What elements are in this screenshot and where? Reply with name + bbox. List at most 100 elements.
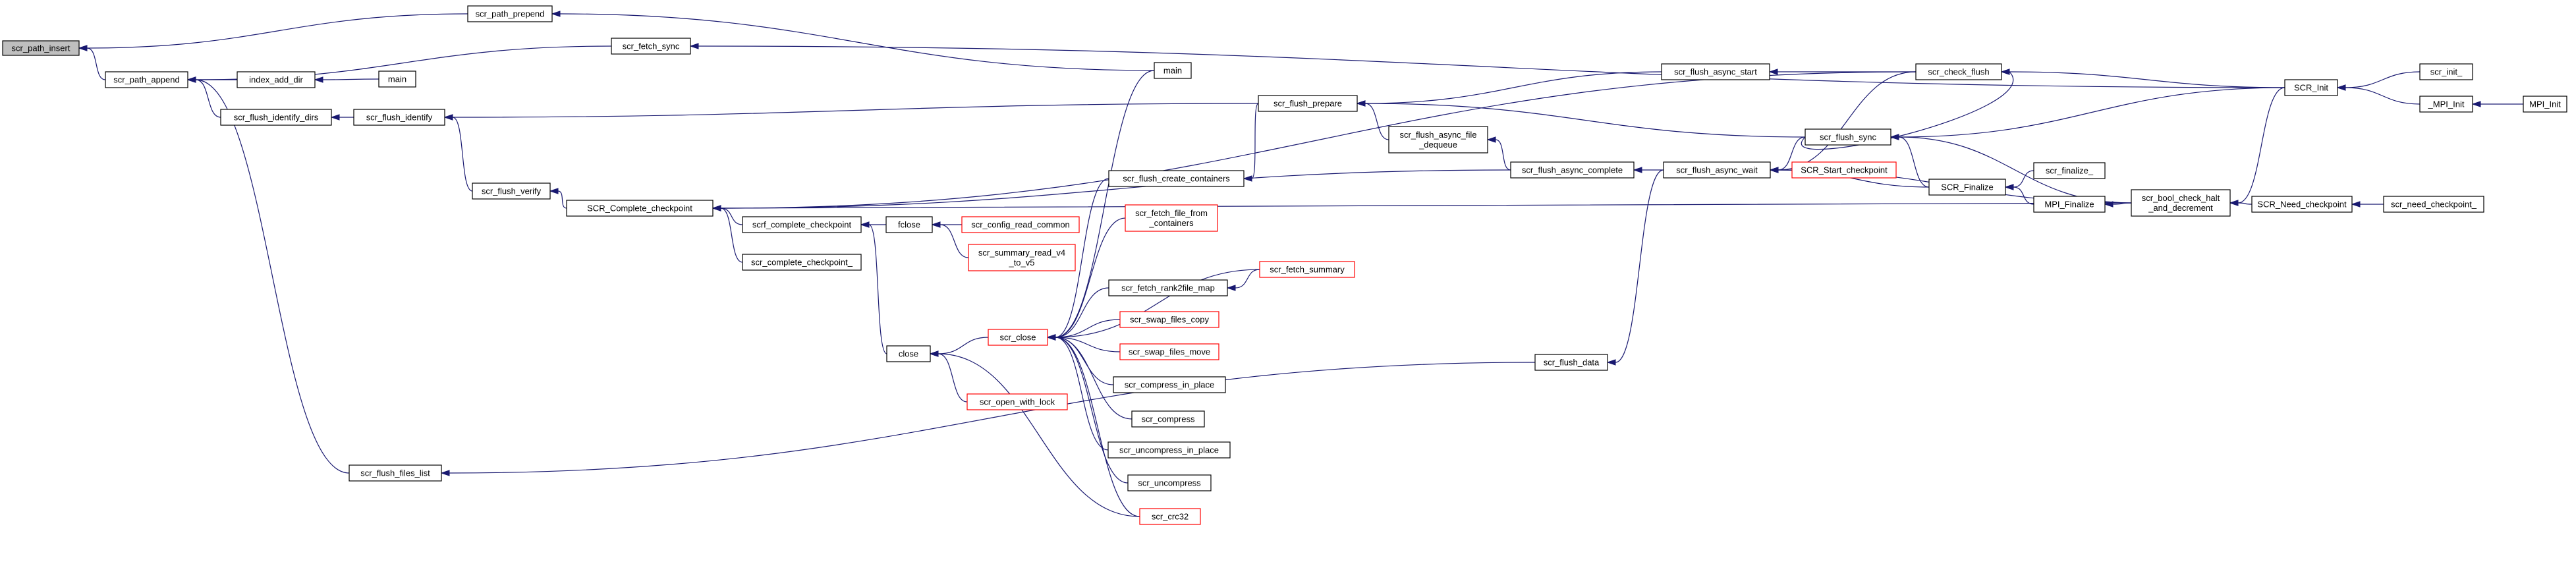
node-fclose[interactable]: fclose bbox=[885, 216, 933, 233]
node-box bbox=[472, 182, 551, 200]
node-scr-fetch-file-from-containers[interactable]: scr_fetch_file_from_containers bbox=[1125, 204, 1218, 232]
graph-nodes: scr_path_insert scr_path_append scr_path_p… bbox=[2, 5, 2567, 525]
edge--mpi-init-to-scr-init bbox=[2336, 84, 2421, 105]
node-scrf-complete-checkpoint[interactable]: scrf_complete_checkpoint bbox=[742, 216, 862, 233]
node-scr-flush-sync[interactable]: scr_flush_sync bbox=[1805, 128, 1891, 146]
node-scr-close[interactable]: scr_close bbox=[988, 329, 1048, 346]
node-scr-flush-prepare[interactable]: scr_flush_prepare bbox=[1258, 95, 1358, 112]
node-scr-init-[interactable]: scr_init_ bbox=[2419, 63, 2473, 80]
edge-scr-flush-async-wait-to-scr-flush-data bbox=[1606, 169, 1664, 366]
node-box bbox=[353, 109, 445, 126]
node-label: scr_flush_identify bbox=[366, 113, 433, 123]
edge-scr-init-to-scr-check-flush bbox=[2000, 69, 2285, 88]
node-box bbox=[885, 216, 933, 233]
node-scr-flush-async-wait[interactable]: scr_flush_async_wait bbox=[1663, 161, 1771, 179]
edge-mpi-init-to--mpi-init bbox=[2471, 101, 2523, 107]
node-scr-uncompress[interactable]: scr_uncompress bbox=[1127, 474, 1212, 491]
node-scr-compress-in-place[interactable]: scr_compress_in_place bbox=[1113, 376, 1226, 393]
node-scr-fetch-rank2file-map[interactable]: scr_fetch_rank2file_map bbox=[1108, 279, 1228, 296]
node-close[interactable]: close bbox=[886, 345, 931, 362]
node-box bbox=[1107, 441, 1231, 459]
edge-scr-complete-checkpoint-to-scr-flush-verify bbox=[549, 188, 567, 209]
node-box bbox=[2419, 63, 2473, 80]
node-label: scr_compress bbox=[1142, 414, 1195, 424]
node-scr-need-checkpoint-[interactable]: scr_need_checkpoint_ bbox=[2383, 196, 2484, 213]
node-label: index_add_dir bbox=[249, 75, 303, 85]
node-label: scr_flush_async_start bbox=[1674, 67, 1757, 77]
node-label: scr_fetch_sync bbox=[623, 42, 680, 51]
node-scr-finalize[interactable]: SCR_Finalize bbox=[1928, 179, 2006, 196]
node-scr-flush-identify-dirs[interactable]: scr_flush_identify_dirs bbox=[220, 109, 332, 126]
node-scr-swap-files-copy[interactable]: scr_swap_files_copy bbox=[1119, 311, 1219, 328]
node-box bbox=[566, 200, 714, 217]
node-scr-flush-files-list[interactable]: scr_flush_files_list bbox=[349, 464, 442, 482]
edge-scr-path-prepend-to-scr-path-insert bbox=[78, 13, 468, 51]
node-main-2[interactable]: main bbox=[1154, 62, 1192, 79]
node-scr-path-prepend[interactable]: scr_path_prepend bbox=[467, 5, 553, 22]
node-box bbox=[1125, 204, 1218, 232]
edge-scr-fetch-summary-to-scr-fetch-rank2file-map bbox=[1226, 269, 1260, 291]
node-box bbox=[2383, 196, 2484, 213]
node-scr-flush-async-complete[interactable]: scr_flush_async_complete bbox=[1510, 161, 1635, 179]
node-box bbox=[1915, 63, 2002, 80]
node-label: fclose bbox=[898, 220, 920, 230]
node-box bbox=[237, 71, 316, 88]
node-label: scr_init_ bbox=[2430, 67, 2463, 77]
node-scr-uncompress-in-place[interactable]: scr_uncompress_in_place bbox=[1107, 441, 1231, 459]
node-scr-check-flush[interactable]: scr_check_flush bbox=[1915, 63, 2002, 80]
node-label: scr_bool_check_halt bbox=[2142, 193, 2220, 203]
node-scr-path-insert[interactable]: scr_path_insert bbox=[2, 40, 80, 56]
node-label: scr_config_read_common bbox=[971, 220, 1070, 230]
node-mpi-finalize[interactable]: MPI_Finalize bbox=[2033, 196, 2106, 213]
node-main-1[interactable]: main bbox=[378, 70, 416, 88]
node--mpi-init[interactable]: _MPI_Init bbox=[2419, 96, 2473, 113]
edge-scr-path-append-to-scr-path-insert bbox=[78, 45, 106, 80]
node-label: scr_flush_data bbox=[1544, 358, 1600, 368]
node-label: SCR_Init bbox=[2294, 83, 2328, 93]
node-scr-open-with-lock[interactable]: scr_open_with_lock bbox=[966, 393, 1068, 410]
node-mpi-init[interactable]: MPI_Init bbox=[2523, 96, 2567, 113]
node-scr-fetch-sync[interactable]: scr_fetch_sync bbox=[611, 38, 691, 55]
node-label: scr_check_flush bbox=[1928, 67, 1989, 77]
node-scr-compress[interactable]: scr_compress bbox=[1131, 410, 1205, 428]
node-box bbox=[2033, 162, 2106, 179]
node-scr-crc32[interactable]: scr_crc32 bbox=[1139, 508, 1201, 525]
edge-close-to-scrf-complete-checkpoint bbox=[860, 221, 887, 354]
node-scr-swap-files-move[interactable]: scr_swap_files_move bbox=[1119, 343, 1219, 360]
node-scr-flush-data[interactable]: scr_flush_data bbox=[1534, 354, 1608, 371]
edge-scr-swap-files-copy-to-scr-close bbox=[1046, 319, 1121, 341]
edge-scr-flush-verify-to-scr-flush-identify bbox=[443, 114, 473, 192]
node-label: scr_summary_read_v4 bbox=[978, 248, 1065, 258]
node-scr-complete-checkpoint[interactable]: SCR_Complete_checkpoint bbox=[566, 200, 714, 217]
node-box bbox=[961, 216, 1080, 233]
node-scr-complete-checkpoint-[interactable]: scr_complete_checkpoint_ bbox=[742, 254, 862, 271]
node-label: scr_flush_async_wait bbox=[1676, 165, 1758, 175]
edge-scr-flush-identify-to-scr-flush-identify-dirs bbox=[330, 114, 354, 121]
node-box bbox=[378, 70, 416, 88]
node-scr-summary-read-v4-to-v5[interactable]: scr_summary_read_v4_to_v5 bbox=[968, 244, 1076, 271]
node-label: scr_fetch_file_from bbox=[1135, 208, 1208, 218]
node-box bbox=[1534, 354, 1608, 371]
node-label: scr_path_insert bbox=[12, 43, 70, 53]
node-scr-path-append[interactable]: scr_path_append bbox=[105, 71, 188, 88]
node-scr-need-checkpoint[interactable]: SCR_Need_checkpoint bbox=[2251, 196, 2353, 213]
node-scr-bool-check-halt-and-decrement[interactable]: scr_bool_check_halt_and_decrement bbox=[2131, 189, 2231, 217]
node-scr-flush-async-file-dequeue[interactable]: scr_flush_async_file_dequeue bbox=[1388, 126, 1488, 154]
edge-scr-flush-identify-dirs-to-scr-path-append bbox=[186, 76, 221, 118]
node-scr-config-read-common[interactable]: scr_config_read_common bbox=[961, 216, 1080, 233]
edge-scr-check-flush-to-scr-complete-checkpoint bbox=[712, 71, 1917, 211]
node-label: scr_fetch_rank2file_map bbox=[1121, 283, 1215, 293]
node-box bbox=[742, 254, 862, 271]
edge-scr-bool-check-halt-and-decrement-to-mpi-finalize bbox=[2104, 201, 2132, 208]
node-scr-flush-verify[interactable]: scr_flush_verify bbox=[472, 182, 551, 200]
node-scr-start-checkpoint[interactable]: SCR_Start_checkpoint bbox=[1791, 161, 1897, 179]
node-index-add-dir[interactable]: index_add_dir bbox=[237, 71, 316, 88]
node-label: scr_close bbox=[1000, 333, 1036, 343]
node-scr-flush-create-containers[interactable]: scr_flush_create_containers bbox=[1108, 170, 1245, 187]
node-box bbox=[1259, 261, 1355, 278]
node-scr-flush-async-start[interactable]: scr_flush_async_start bbox=[1661, 63, 1770, 80]
node-scr-init[interactable]: SCR_Init bbox=[2284, 79, 2338, 96]
node-scr-fetch-summary[interactable]: scr_fetch_summary bbox=[1259, 261, 1355, 278]
node-scr-finalize-[interactable]: scr_finalize_ bbox=[2033, 162, 2106, 179]
node-scr-flush-identify[interactable]: scr_flush_identify bbox=[353, 109, 445, 126]
